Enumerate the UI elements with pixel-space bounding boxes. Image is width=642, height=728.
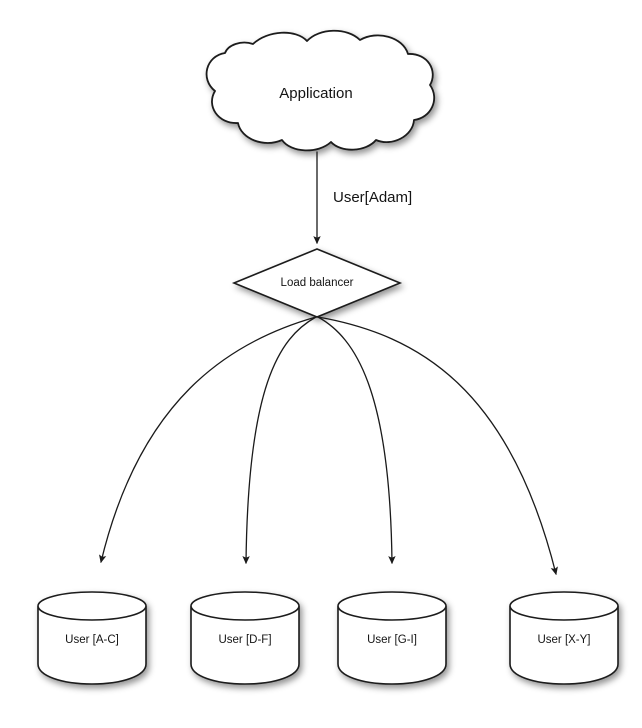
cylinder-2-label: User [D-F] [218,634,271,646]
cylinder-4-label: User [X-Y] [537,634,590,646]
cylinder-3-body [337,591,447,685]
node-database-2[interactable]: User [D-F] [190,591,300,685]
cloud-shape [205,29,436,152]
edge-balancer-to-db-1[interactable] [99,316,317,564]
diamond-shape [231,248,403,318]
balancer-to-db-4-arrow [317,316,558,576]
node-database-4[interactable]: User [X-Y] [509,591,619,685]
cylinder-1-label: User [A-C] [65,634,119,646]
cylinder-2-body [190,591,300,685]
cylinder-3-label: User [G-I] [367,634,417,646]
cloud-label: Application [279,85,352,102]
node-application-cloud[interactable]: Application [205,29,436,152]
edge-balancer-to-db-4[interactable] [317,316,558,576]
balancer-to-db-3-arrow [317,316,396,565]
diamond-label: Load balancer [281,277,354,289]
edge-balancer-to-db-3[interactable] [317,316,396,565]
node-load-balancer[interactable]: Load balancer [231,248,403,318]
cylinder-4-body [509,591,619,685]
balancer-to-db-2-arrow [242,316,317,565]
edge-balancer-to-db-2[interactable] [242,316,317,565]
cylinder-1-body [37,591,147,685]
balancer-to-db-1-arrow [99,316,317,564]
edge-label-user-adam: User[Adam] [333,189,412,206]
edge-app-to-balancer[interactable]: User[Adam] [313,151,412,245]
node-database-3[interactable]: User [G-I] [337,591,447,685]
node-database-1[interactable]: User [A-C] [37,591,147,685]
